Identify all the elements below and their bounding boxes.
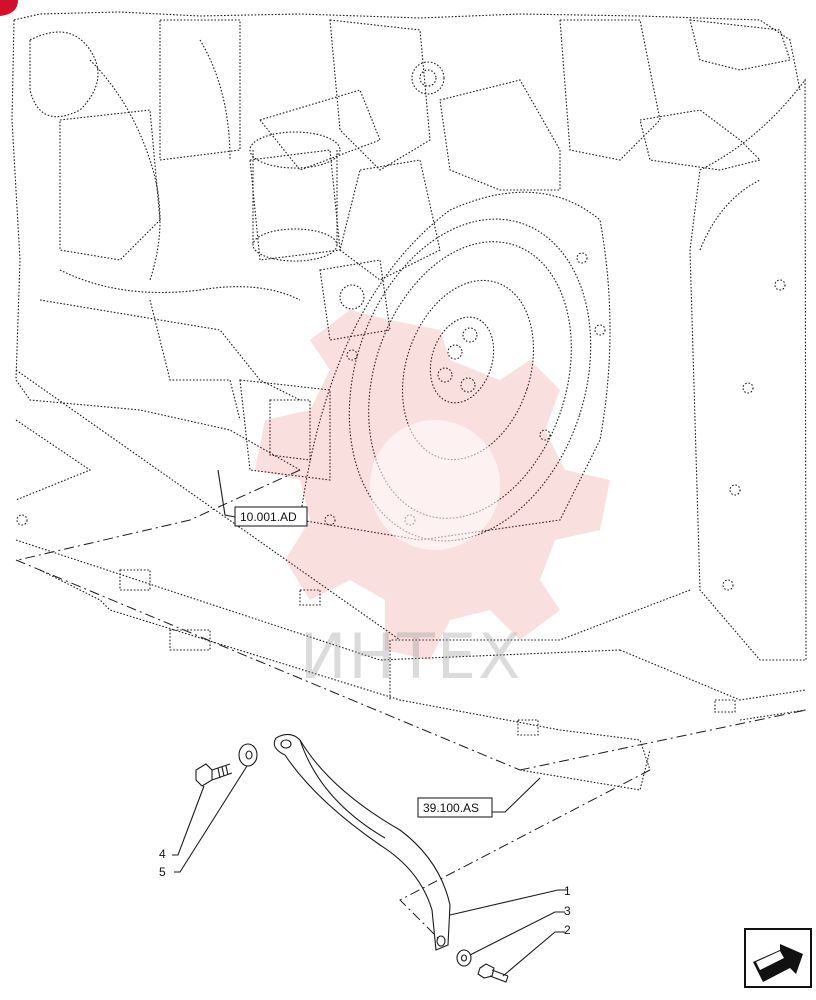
callout-2-number: 2: [564, 923, 571, 937]
ref-engine-text: 10.001.AD: [240, 510, 297, 524]
ref-engine-label[interactable]: 10.001.AD: [217, 469, 308, 527]
ref-frame-label[interactable]: 39.100.AS: [417, 777, 541, 818]
watermark-logo: ИНТЕХ: [255, 310, 610, 693]
callout-5[interactable]: 5: [159, 765, 248, 879]
washer-3: [456, 949, 472, 967]
callout-4-number: 4: [159, 847, 166, 861]
ref-frame-text: 39.100.AS: [423, 801, 479, 815]
watermark-text: ИНТЕХ: [300, 620, 523, 693]
callout-1[interactable]: 1: [449, 884, 571, 916]
bolt-2: [477, 963, 509, 983]
next-page-arrow-icon[interactable]: [744, 928, 812, 988]
corner-marker-icon: [0, 0, 18, 16]
callout-5-number: 5: [159, 865, 166, 879]
engine-assembly: [11, 11, 801, 542]
callout-3-number: 3: [564, 904, 571, 918]
ground-strap: [273, 733, 451, 951]
bolt-4: [195, 763, 233, 787]
callout-3[interactable]: 3: [469, 904, 571, 956]
washer-5: [238, 743, 258, 767]
callout-4[interactable]: 4: [159, 785, 205, 861]
callout-2[interactable]: 2: [502, 923, 571, 977]
callout-1-number: 1: [564, 884, 571, 898]
chassis-frame: [15, 78, 807, 791]
